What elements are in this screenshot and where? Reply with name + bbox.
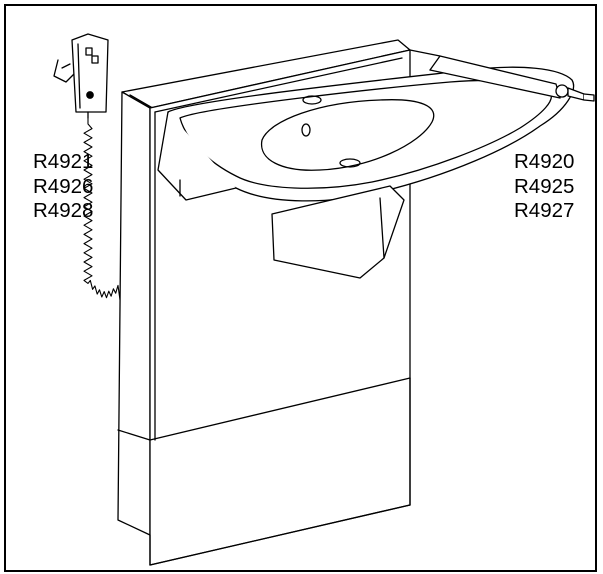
model-code: R4927: [514, 199, 575, 222]
hand-switch: [53, 33, 109, 119]
model-codes-left: R4921 R4926 R4928: [33, 150, 93, 224]
model-code: R4926: [33, 174, 94, 198]
washbasin: [157, 66, 575, 279]
model-codes-right: R4920 R4925 R4927: [514, 150, 574, 224]
spiral-cable: [83, 117, 121, 301]
model-code: R4921: [33, 150, 94, 173]
bracket-arm: [409, 49, 595, 102]
model-code: R4920: [514, 150, 575, 173]
model-code: R4928: [33, 199, 94, 222]
model-code: R4925: [514, 174, 575, 198]
